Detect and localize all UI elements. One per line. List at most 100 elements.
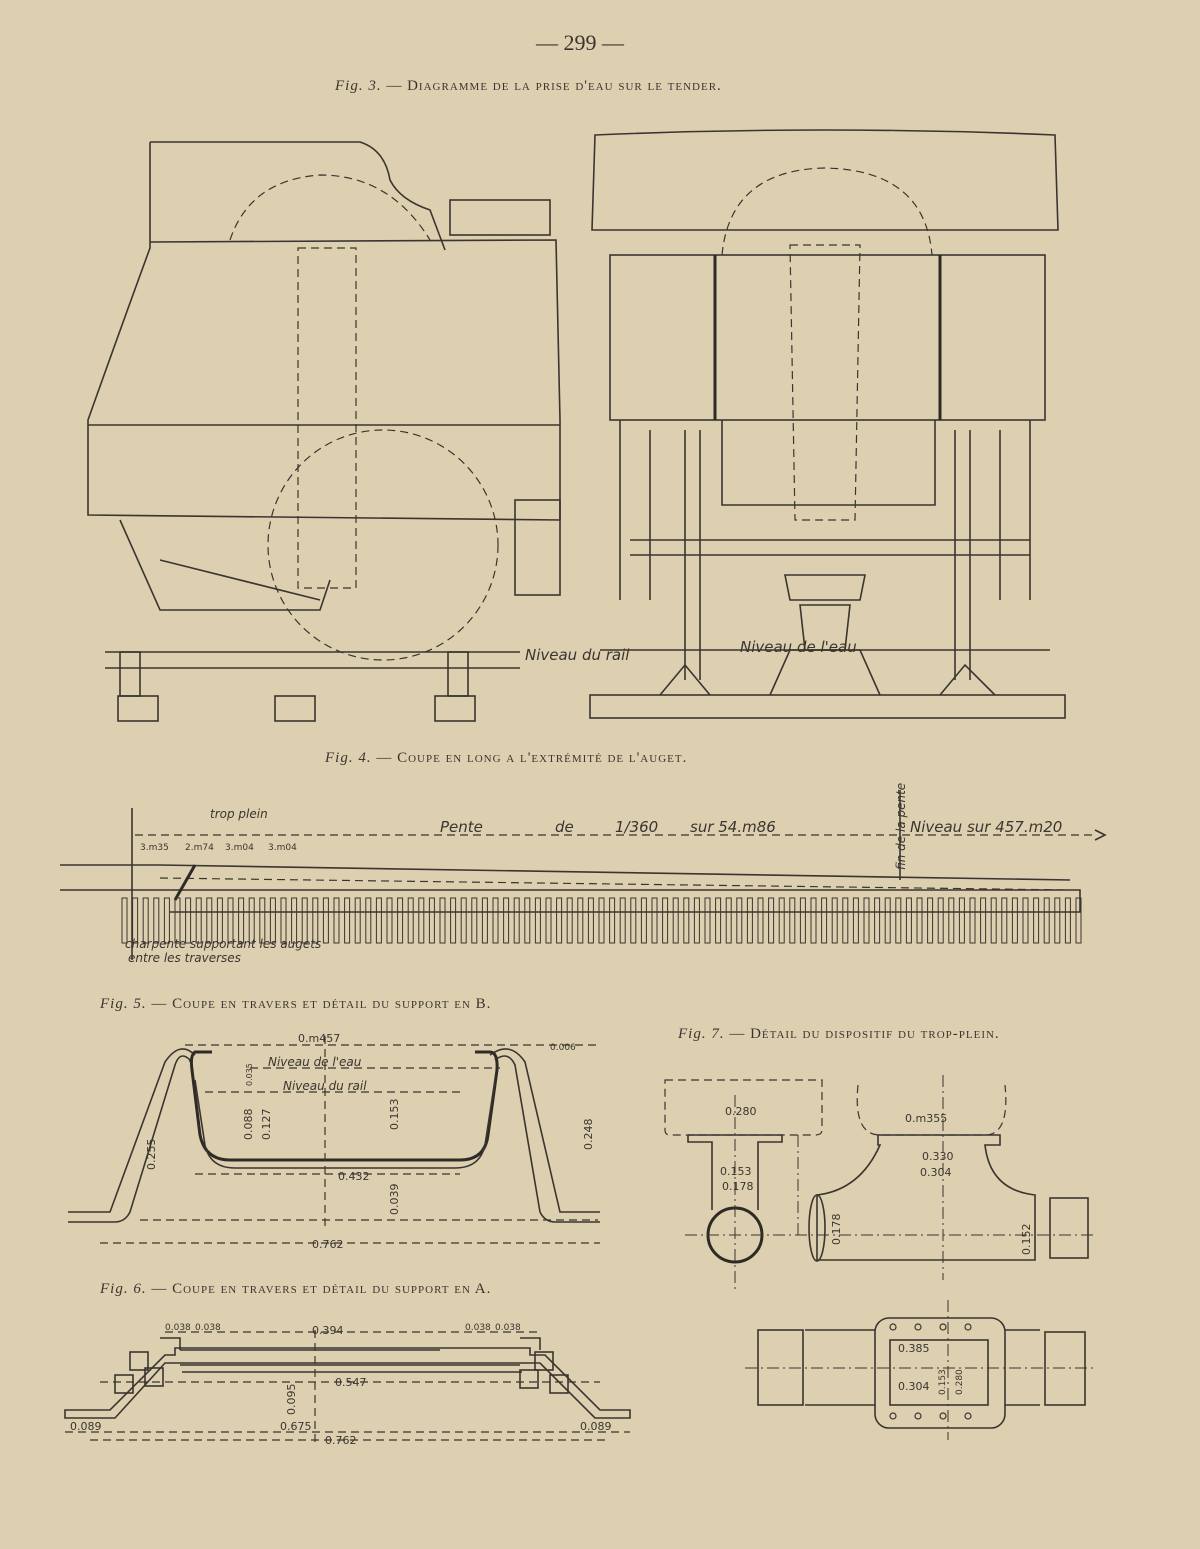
fig6-dim-038-c: 0.038 <box>465 1323 491 1333</box>
fig7-dim-153: 0.153 <box>720 1165 752 1178</box>
sleeper <box>969 897 976 944</box>
fig5-drawing: 0.m457 0.006 Niveau de l'eau Niveau du r… <box>68 1032 600 1251</box>
sleeper <box>905 897 912 944</box>
sleeper <box>556 897 563 944</box>
sleeper <box>715 897 722 944</box>
sleeper <box>958 897 965 944</box>
sleeper <box>1064 897 1071 944</box>
fig4-dim-1: 3.m35 <box>140 843 169 853</box>
fig5-title: — Coupe en travers et détail du support … <box>151 996 492 1012</box>
fig3-side-view: Niveau du rail <box>87 141 630 722</box>
fig6-bolts <box>114 1351 569 1394</box>
fig5-dim-035: 0.035 <box>245 1063 254 1086</box>
sleeper <box>163 897 170 944</box>
fig6-dim-675: 0.675 <box>280 1420 312 1433</box>
fig5-dim-006: 0.006 <box>550 1043 576 1053</box>
fig5-width-457: 0.m457 <box>298 1032 340 1045</box>
fig4-sur-label: sur 54.m86 <box>690 818 776 836</box>
sleeper <box>662 897 669 944</box>
fig5-dim-432: 0.432 <box>338 1170 370 1183</box>
fig5-dim-127: 0.127 <box>260 1109 273 1141</box>
fig4-fin-pente-label: fin de la pente <box>894 783 908 870</box>
fig5-dim-248: 0.248 <box>582 1119 595 1151</box>
sleeper <box>704 897 711 944</box>
sleeper <box>948 897 955 944</box>
fig4-title: — Coupe en long a l'extrémité de l'auget… <box>376 750 688 766</box>
sleeper <box>1011 897 1018 944</box>
sleeper <box>927 897 934 944</box>
sleeper <box>524 897 531 944</box>
fig7-dim-304-b: 0.304 <box>898 1380 930 1393</box>
fig3-caption: Fig. 3. — Diagramme de la prise d'eau su… <box>335 78 722 95</box>
sleeper <box>195 897 202 944</box>
fig7-dim-355: 0.m355 <box>905 1112 947 1125</box>
sleeper <box>269 897 276 944</box>
sleeper <box>471 897 478 944</box>
sleeper <box>577 897 584 944</box>
sleeper <box>672 897 679 944</box>
sleeper <box>142 897 149 944</box>
fig5-dim-039: 0.039 <box>388 1184 401 1216</box>
sleeper <box>344 897 351 944</box>
fig6-drawing: 0.038 0.038 0.394 0.038 0.038 0.095 0.54… <box>64 1323 631 1447</box>
sleeper <box>651 897 658 944</box>
fig6-title: — Coupe en travers et détail du support … <box>151 1281 492 1297</box>
sleeper <box>534 897 541 944</box>
fig5-dim-088: 0.088 <box>242 1109 255 1141</box>
fig6-dim-038-a: 0.038 <box>165 1323 191 1333</box>
fig4-charpente-label-2: entre les traverses <box>128 951 241 965</box>
sleeper <box>693 897 700 944</box>
sleeper <box>821 897 828 944</box>
fig4-drawing: trop plein Pente de 1/360 sur 54.m86 fin… <box>60 783 1107 965</box>
sleeper <box>153 897 160 944</box>
sleeper <box>121 897 128 944</box>
fig3-water-level-label: Niveau de l'eau <box>740 638 857 656</box>
fig6-dim-095: 0.095 <box>285 1384 298 1416</box>
sleeper <box>831 897 838 944</box>
sleeper <box>852 897 859 944</box>
sleeper <box>174 897 181 944</box>
fig7-dim-304: 0.304 <box>920 1166 952 1179</box>
fig4-dim-4: 3.m04 <box>268 843 297 853</box>
sleeper <box>375 897 382 944</box>
sleeper <box>322 897 329 944</box>
fig7-title: — Détail du dispositif du trop-plein. <box>729 1026 1000 1042</box>
sleeper <box>736 897 743 944</box>
sleeper <box>768 897 775 944</box>
sleeper <box>895 897 902 944</box>
fig4-niveau-label: Niveau sur 457.m20 <box>910 818 1062 836</box>
sleeper <box>386 897 393 944</box>
fig4-dim-2: 2.m74 <box>185 843 214 853</box>
sleeper <box>407 897 414 944</box>
fig7-drawing: 0.280 0.153 0.178 0.m355 0.330 0.304 0.1… <box>664 1075 1095 1440</box>
sleeper <box>460 897 467 944</box>
fig7-dim-178-a: 0.178 <box>722 1180 754 1193</box>
fig7-dim-280: 0.280 <box>725 1105 757 1118</box>
sleeper <box>630 897 637 944</box>
sleeper <box>227 897 234 944</box>
fig4-ratio-label: 1/360 <box>615 818 658 836</box>
sleeper <box>863 897 870 944</box>
fig4-sleepers <box>121 897 1082 944</box>
fig4-de-label: de <box>555 818 574 836</box>
fig7-bolt-holes <box>889 1323 972 1420</box>
sleeper <box>132 897 139 944</box>
fig6-dim-547: 0.547 <box>335 1376 367 1389</box>
fig7-dim-280-b: 0.280 <box>955 1369 965 1395</box>
sleeper <box>789 897 796 944</box>
sleeper <box>450 897 457 944</box>
sleeper <box>810 897 817 944</box>
sleeper <box>799 897 806 944</box>
sleeper <box>216 897 223 944</box>
sleeper <box>365 897 372 944</box>
fig3-rail-level-label: Niveau du rail <box>525 646 630 664</box>
fig4-charpente-label-1: charpente supportant les augets <box>125 937 321 951</box>
sleeper <box>1054 897 1061 944</box>
fig7-dim-152: 0.152 <box>1020 1224 1033 1256</box>
sleeper <box>312 897 319 944</box>
sleeper <box>291 897 298 944</box>
sleeper <box>566 897 573 944</box>
fig5-water-level: Niveau de l'eau <box>268 1055 362 1069</box>
sleeper <box>587 897 594 944</box>
fig6-label: Fig. 6. <box>100 1281 147 1297</box>
